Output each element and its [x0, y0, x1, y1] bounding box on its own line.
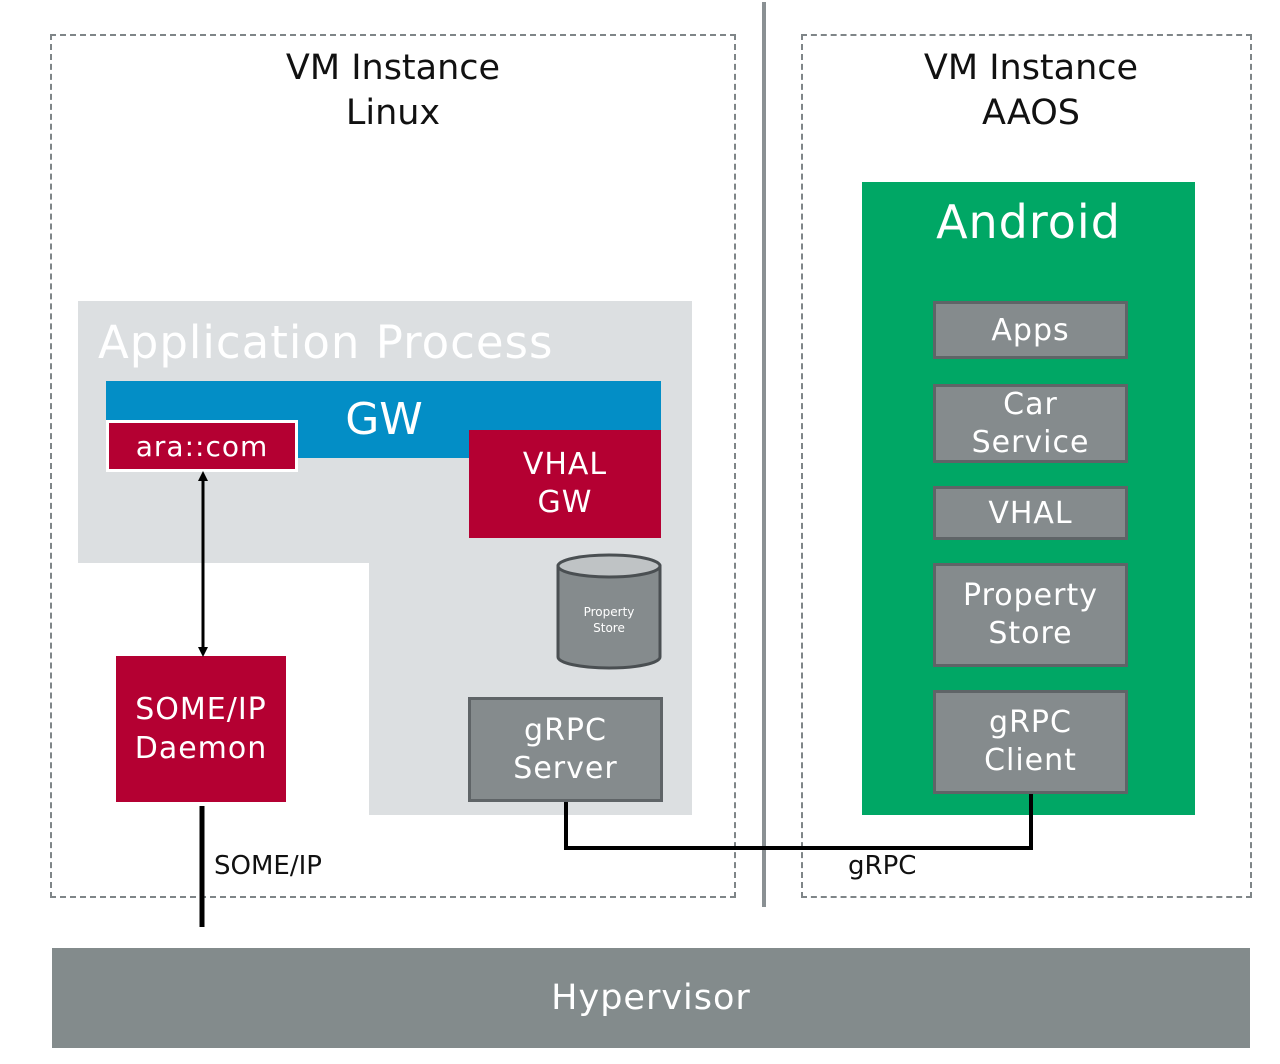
ara-com-box: ara::com [106, 420, 298, 472]
grpc-label: gRPC [848, 851, 917, 881]
car-service-line1: Car [1003, 386, 1058, 422]
grpc-client-box: gRPC Client [933, 690, 1128, 794]
vm-linux-title: VM Instance Linux [50, 46, 736, 136]
android-property-store-box: Property Store [933, 563, 1128, 667]
vm-aaos-title-line2: AAOS [981, 93, 1080, 133]
car-service-line2: Service [971, 424, 1090, 460]
gw-label: GW [345, 394, 423, 445]
hypervisor-label: Hypervisor [551, 978, 751, 1018]
vhal-gw-line2: GW [537, 485, 593, 520]
grpc-server-line2: Server [513, 750, 618, 786]
vm-divider [762, 2, 766, 907]
android-property-store-line1: Property [963, 578, 1098, 613]
property-store-cylinder [556, 553, 662, 670]
grpc-client-line2: Client [984, 743, 1077, 778]
android-car-service-box: Car Service [933, 384, 1128, 463]
vm-linux-title-line2: Linux [345, 93, 441, 133]
someip-daemon-line2: Daemon [134, 731, 268, 766]
someip-daemon-box: SOME/IP Daemon [116, 656, 286, 802]
grpc-server-box: gRPC Server [468, 697, 663, 802]
grpc-server-line1: gRPC [524, 712, 607, 748]
someip-label: SOME/IP [214, 851, 322, 881]
vhal-gw-line1: VHAL [522, 447, 608, 482]
vm-aaos-title-line1: VM Instance [923, 48, 1139, 88]
vm-aaos-title: VM Instance AAOS [801, 46, 1261, 136]
vhal-gw-box: VHAL GW [469, 430, 661, 538]
ara-com-label: ara::com [135, 429, 269, 463]
property-store-cylinder-label: Property Store [558, 604, 660, 636]
application-process-title: Application Process [98, 316, 554, 369]
someip-daemon-line1: SOME/IP [135, 692, 267, 727]
cylinder-label-line2: Store [593, 621, 625, 635]
android-property-store-line2: Store [988, 616, 1073, 651]
android-title: Android [936, 195, 1121, 249]
android-apps-box: Apps [933, 301, 1128, 359]
android-apps-label: Apps [991, 312, 1070, 348]
android-vhal-box: VHAL [933, 486, 1128, 540]
android-vhal-label: VHAL [988, 495, 1073, 531]
hypervisor-bar: Hypervisor [52, 948, 1250, 1048]
vm-instance-linux [50, 34, 736, 898]
grpc-client-line1: gRPC [989, 705, 1072, 740]
grpc-connection-line [564, 794, 1033, 850]
vm-instance-aaos [801, 34, 1252, 898]
cylinder-label-line1: Property [583, 605, 635, 619]
vm-linux-title-line1: VM Instance [285, 48, 501, 88]
